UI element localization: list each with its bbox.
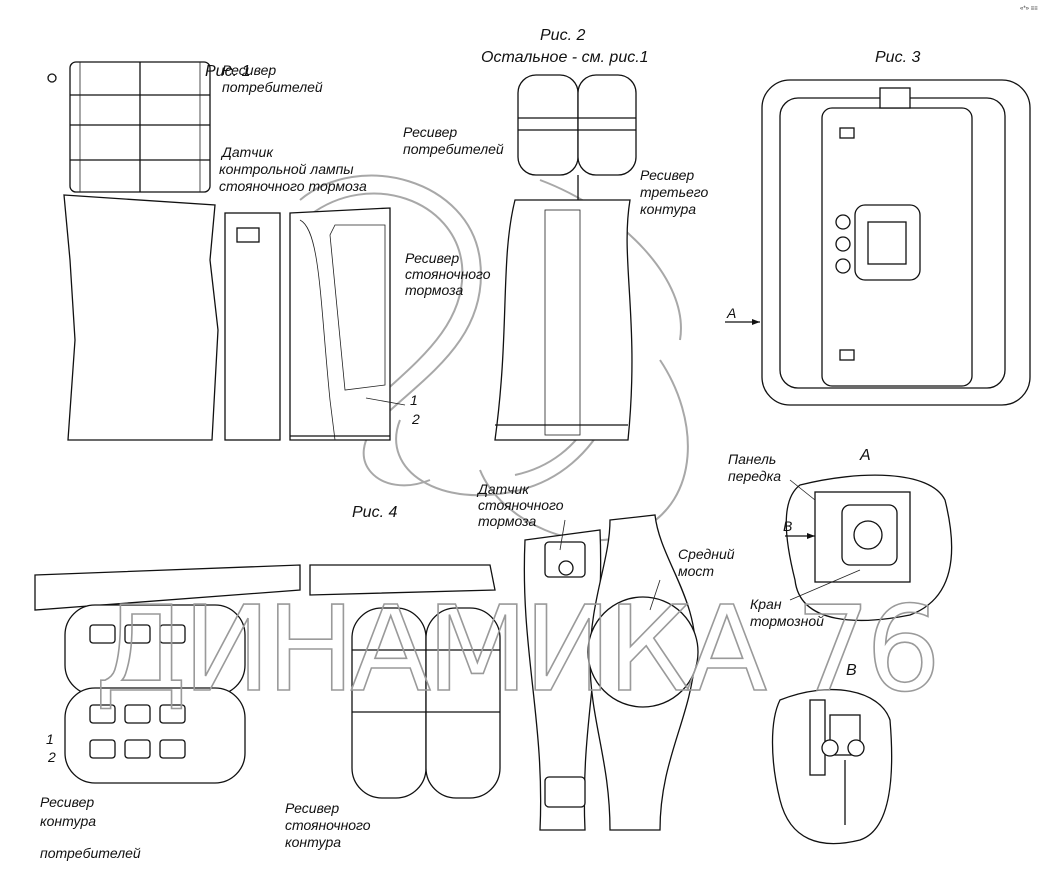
fig4-middle-axle-line1: Средний <box>678 546 735 562</box>
fig1-number-2: 2 <box>411 411 420 427</box>
fig1-receiver-consumers-line2: потребителей <box>222 79 323 95</box>
detail-a-brake-valve-line1: Кран <box>750 596 782 612</box>
fig4-parking-sensor-line3: тормоза <box>478 513 536 529</box>
fig2-subtitle: Остальное - см. рис.1 <box>481 49 649 66</box>
fig1-title: Рис. 1 <box>205 63 250 80</box>
fig2-receiver-consumers-line1: Ресивер <box>403 124 457 140</box>
detail-a-view-b-label: В <box>783 518 792 534</box>
fig2-receiver-third-line1: Ресивер <box>640 167 694 183</box>
fig4-number-1: 1 <box>46 731 54 747</box>
detail-a-brake-valve-line2: тормозной <box>750 613 824 629</box>
fig3-view-a-label: А <box>726 305 736 321</box>
detail-a-drawing <box>785 474 953 622</box>
fig4-title: Рис. 4 <box>352 504 397 521</box>
fig1-receiver-parking-line2: стояночного <box>405 266 491 282</box>
fig2-receiver-consumers-line2: потребителей <box>403 141 504 157</box>
fig1-drawing <box>47 61 406 441</box>
fig4-receiver-parking-circuit-line1: Ресивер <box>285 800 339 816</box>
fig4-receiver-parking-circuit-line3: контура <box>285 834 341 850</box>
detail-a-panel-line1: Панель <box>728 451 776 467</box>
corner-mark: «*» ≡≡ <box>1020 6 1038 12</box>
fig3-title: Рис. 3 <box>875 49 920 66</box>
fig1-lamp-sensor-line2: контрольной лампы <box>219 161 354 177</box>
fig4-middle-axle-line2: мост <box>678 563 714 579</box>
fig4-receiver-consumer-circuit-line3: потребителей <box>40 845 141 861</box>
fig1-number-1: 1 <box>410 392 418 408</box>
fig1-receiver-parking-line1: Ресивер <box>405 250 459 266</box>
fig4-receiver-consumer-circuit-line2: контура <box>40 813 96 829</box>
fig4-parking-sensor-line2: стояночного <box>478 497 564 513</box>
detail-b-title: В <box>846 662 857 679</box>
fig4-parking-sensor-line1: Датчик <box>476 481 530 497</box>
fig4-number-2: 2 <box>47 749 56 765</box>
fig2-receiver-third-line3: контура <box>640 201 696 217</box>
fig2-drawing <box>494 74 637 441</box>
fig1-lamp-sensor-line3: стояночного тормоза <box>219 178 367 194</box>
fig3-drawing <box>725 79 1031 406</box>
fig4-receiver-consumer-circuit-line1: Ресивер <box>40 794 94 810</box>
fig2-receiver-third-line2: третьего <box>640 184 708 200</box>
watermark-text: ДИНАМИКА 76 <box>95 580 945 718</box>
fig1-lamp-sensor-line1: Датчик <box>220 144 274 160</box>
fig2-title: Рис. 2 <box>540 27 585 44</box>
detail-a-panel-line2: передка <box>728 468 781 484</box>
detail-b-drawing <box>771 688 893 845</box>
fig1-receiver-parking-line3: тормоза <box>405 282 463 298</box>
fig4-drawing <box>34 514 699 831</box>
fig1-receiver-consumers-line1: Ресивер <box>222 62 276 78</box>
fig4-receiver-parking-circuit-line2: стояночного <box>285 817 371 833</box>
detail-a-title: А <box>859 447 871 464</box>
